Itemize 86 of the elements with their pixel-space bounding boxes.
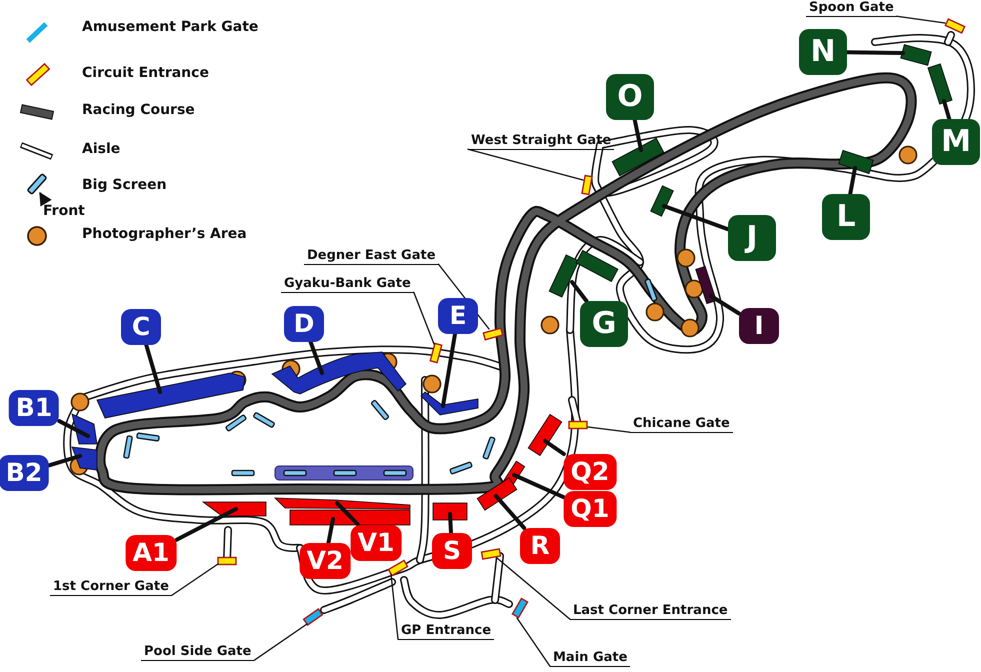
leader-line <box>326 517 335 545</box>
seating-area-badge: Q2 <box>564 454 616 490</box>
gate-marker <box>944 18 966 34</box>
seating-area-badge: S <box>432 533 472 569</box>
leader-line <box>662 204 730 232</box>
gate-name-label: GP Entrance <box>398 623 494 640</box>
seating-area-badge: E <box>438 298 478 334</box>
leader-line <box>896 16 946 24</box>
leader-line <box>254 623 308 661</box>
leader-line <box>543 439 566 456</box>
grandstand <box>420 391 478 416</box>
leader-line <box>308 340 324 375</box>
gate-name-label: Last Corner Entrance <box>570 603 731 620</box>
seating-area-badge: B1 <box>8 390 60 426</box>
leader-line <box>570 280 588 303</box>
leader-line <box>390 573 399 640</box>
gate-name-label: Main Gate <box>550 650 630 667</box>
gate-name-label: Spoon Gate <box>806 0 897 17</box>
seating-area-badge: N <box>799 29 847 75</box>
seating-area-badge: V2 <box>300 543 350 579</box>
gate-name-label: Degner East Gate <box>304 248 439 265</box>
leader-line <box>516 617 551 667</box>
grandstand <box>71 413 98 444</box>
seating-area-badge: Q1 <box>564 491 616 527</box>
grandstand <box>96 372 246 418</box>
grandstand <box>272 352 406 394</box>
seating-area-badge: D <box>284 306 324 342</box>
grandstand <box>202 502 266 516</box>
leader-line <box>144 343 162 394</box>
leader-line <box>848 166 857 196</box>
leader-line <box>942 99 952 121</box>
legend-label: Big Screen <box>82 177 167 193</box>
gate-name-label: Chicane Gate <box>630 416 733 433</box>
seating-area-badge: R <box>520 528 560 564</box>
seating-area-badge: J <box>728 215 776 261</box>
leader-line <box>335 501 360 527</box>
leader-line <box>57 419 90 438</box>
leader-line <box>467 148 584 181</box>
grandstand <box>838 150 874 174</box>
legend-label: Amusement Park Gate <box>82 19 258 35</box>
grandstand <box>695 266 717 304</box>
grandstand <box>900 44 932 66</box>
seating-area-badge: M <box>932 119 980 165</box>
seating-area-badge: G <box>580 301 628 347</box>
seating-area-badge: O <box>606 74 654 120</box>
leader-line <box>441 332 457 408</box>
leader-line <box>448 512 454 535</box>
grandstand <box>548 250 618 298</box>
leader-line <box>174 507 238 542</box>
leader-line <box>845 50 905 55</box>
leader-line <box>709 294 741 316</box>
grandstand <box>71 446 98 470</box>
seating-area-badge: L <box>822 194 870 240</box>
leader-line <box>496 557 571 620</box>
seating-area-badge: I <box>739 308 779 344</box>
legend-label: Racing Course <box>82 102 195 118</box>
legend-label: Photographer’s Area <box>82 226 247 242</box>
legend-label: Aisle <box>82 141 120 157</box>
grandstand <box>274 498 410 510</box>
leader-line <box>171 563 219 596</box>
gate-marker <box>429 342 443 364</box>
leader-line <box>494 494 526 530</box>
gate-marker <box>581 174 593 196</box>
leader-line <box>587 426 631 433</box>
leader-line <box>413 292 435 345</box>
seating-area-badge: V1 <box>350 525 402 561</box>
gate-marker <box>568 420 588 430</box>
gate-marker <box>482 327 504 341</box>
grandstand <box>432 502 468 520</box>
grandstand <box>612 138 664 176</box>
gate-marker <box>512 598 528 618</box>
grandstand <box>290 510 410 526</box>
gate-marker <box>388 560 408 576</box>
seating-area-badge: B2 <box>0 455 50 491</box>
gate-marker <box>480 548 502 560</box>
gate-name-label: Pool Side Gate <box>141 644 254 661</box>
leader-line <box>47 454 82 468</box>
front-note: Front <box>43 203 85 219</box>
gate-marker <box>217 556 237 566</box>
leader-line <box>632 118 643 152</box>
gate-name-label: Gyaku-Bank Gate <box>281 276 414 293</box>
seating-area-badge: C <box>121 309 161 345</box>
seating-area-badge: A1 <box>126 535 176 571</box>
leader-line <box>512 473 566 500</box>
legend-label: Circuit Entrance <box>82 65 209 81</box>
gate-name-label: 1st Corner Gate <box>50 579 172 596</box>
